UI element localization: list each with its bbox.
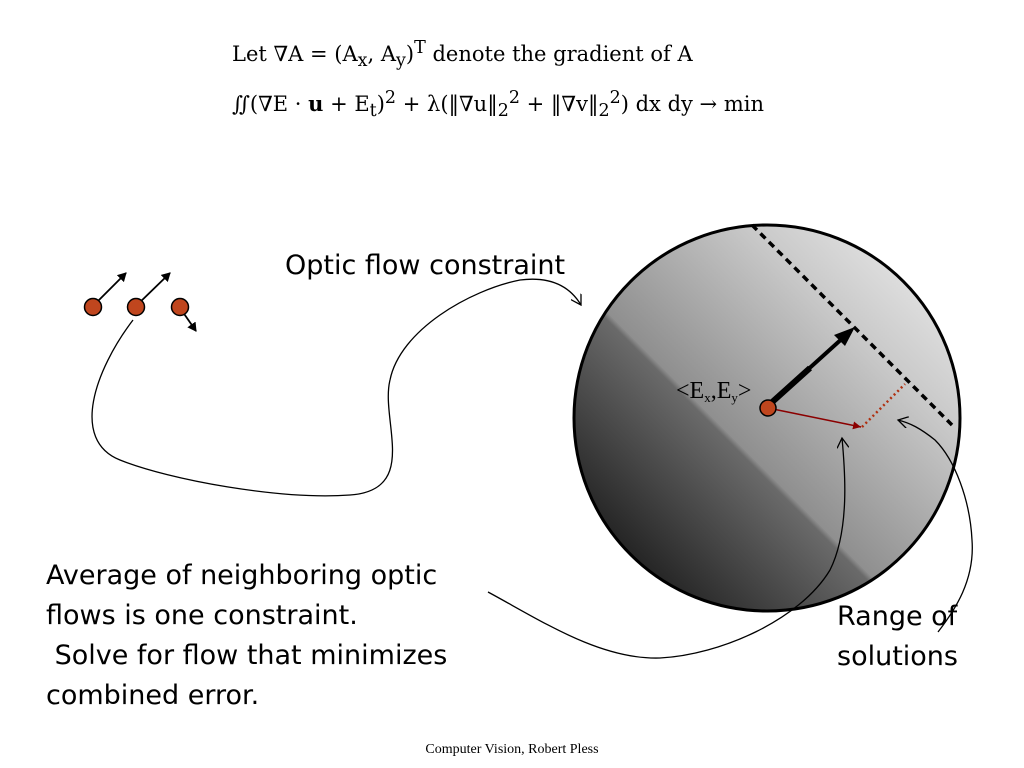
average-text-line1: Average of neighboring optic: [46, 560, 438, 591]
range-connector: [898, 420, 973, 633]
optic-constraint-connector: [91, 278, 581, 497]
neighbor-dot-2: [126, 297, 146, 317]
footer-credit: Computer Vision, Robert Pless: [425, 742, 599, 757]
average-text-line3: Solve for flow that minimizes: [46, 640, 448, 671]
neighbor-dot-1: [83, 297, 103, 317]
gradient-label: <Ex,Ey>: [676, 378, 751, 405]
optic-flow-constraint-label: Optic flow constraint: [285, 250, 566, 281]
origin-dot: [759, 399, 777, 417]
flow-vector-arrow: [767, 407, 862, 430]
gradient-arrow-head: [834, 327, 855, 346]
range-label-line2: solutions: [837, 641, 958, 672]
average-connector: [487, 438, 845, 659]
gradient-definition-formula: Let ∇A = (Ax, Ay)T denote the gradient o…: [232, 38, 693, 72]
average-text-line2: flows is one constraint.: [46, 600, 358, 631]
gradient-arrow-thick: [767, 365, 813, 407]
range-of-solutions-label: Range of solutions: [837, 597, 958, 677]
average-constraint-text: Average of neighboring optic flows is on…: [46, 556, 447, 716]
solution-sphere: [572, 223, 962, 613]
average-text-line4: combined error.: [46, 680, 260, 711]
range-label-line1: Range of: [837, 601, 958, 632]
neighbor-dot-3: [170, 297, 190, 317]
flow-dotted-segment: [861, 383, 906, 428]
energy-functional-formula: ∬(∇E · u + Et)2 + λ(‖∇u‖22 + ‖∇v‖22) dx …: [232, 88, 764, 122]
